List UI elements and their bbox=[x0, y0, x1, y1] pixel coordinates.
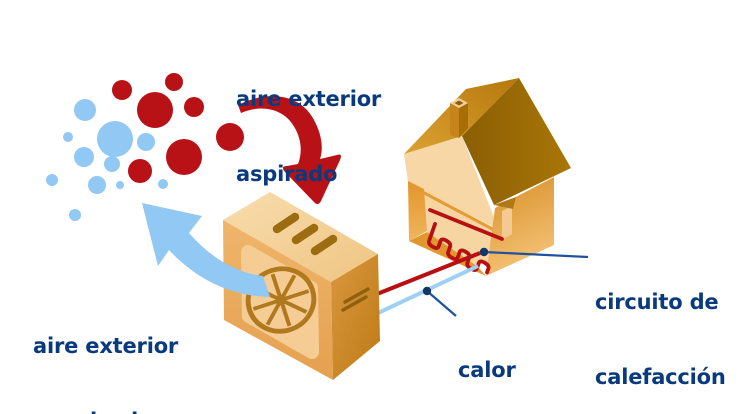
intake-arrow bbox=[238, 96, 341, 204]
warm-air-particle bbox=[166, 139, 202, 175]
label-intake-air: aire exterior aspirado bbox=[236, 37, 381, 237]
particles-cloud bbox=[46, 73, 244, 221]
pipe-hot-supply bbox=[371, 251, 481, 298]
house-interior bbox=[423, 188, 501, 266]
label-circuit-line2: calefacción bbox=[595, 365, 726, 389]
label-intake-line2: aspirado bbox=[236, 162, 338, 186]
warm-air-particle bbox=[184, 97, 204, 117]
cold-air-particle bbox=[74, 147, 94, 167]
roof-right-slope bbox=[462, 78, 571, 205]
house bbox=[404, 78, 571, 277]
heat-callout-line bbox=[426, 290, 457, 317]
wall-top-edge bbox=[410, 184, 499, 234]
cold-air-particle bbox=[97, 121, 133, 157]
label-intake-line1: aire exterior bbox=[236, 87, 382, 111]
cold-air-particle bbox=[74, 99, 96, 121]
chimney bbox=[450, 98, 468, 138]
pump-right-face bbox=[331, 254, 380, 380]
cold-air-particle bbox=[69, 209, 81, 221]
cold-air-particle bbox=[116, 181, 124, 189]
label-exhaust-line1: aire exterior bbox=[33, 334, 179, 358]
fan-icon bbox=[245, 266, 317, 334]
wall-right bbox=[486, 177, 554, 276]
label-heat-line1: calor bbox=[458, 358, 516, 382]
callouts bbox=[422, 247, 589, 317]
warm-air-particle bbox=[128, 159, 152, 183]
window-right-wall bbox=[502, 206, 512, 240]
heat-pump-unit bbox=[223, 192, 380, 380]
warm-air-particle bbox=[112, 80, 132, 100]
cold-air-particle bbox=[104, 156, 120, 172]
cold-air-particle bbox=[46, 174, 58, 186]
warm-air-particle bbox=[165, 73, 183, 91]
exhaust-arrow bbox=[142, 203, 270, 297]
wall-left-strip bbox=[408, 181, 427, 241]
heat-callout-dot bbox=[422, 286, 432, 296]
label-circuit-line1: circuito de bbox=[595, 290, 719, 314]
label-heating-circuit: circuito de calefacción bbox=[595, 240, 726, 414]
label-exhaust-air: aire exterior expulsado bbox=[33, 284, 178, 414]
warm-air-particle bbox=[216, 123, 244, 151]
cold-air-particle bbox=[63, 132, 73, 142]
label-exhaust-line2: expulsado bbox=[33, 409, 178, 414]
cold-air-particle bbox=[137, 133, 155, 151]
warm-air-particle bbox=[137, 92, 173, 128]
pump-top-vents bbox=[272, 212, 338, 256]
house-gable bbox=[404, 136, 499, 230]
label-recovered-heat: calor recuperado bbox=[458, 313, 591, 414]
heating-coil bbox=[428, 208, 504, 277]
cold-air-particle bbox=[88, 176, 106, 194]
circuit-callout-line bbox=[483, 250, 589, 259]
circuit-callout-dot bbox=[479, 247, 489, 257]
roof-soffit bbox=[494, 197, 516, 209]
pump-side-grille bbox=[341, 287, 370, 312]
cold-air-particle bbox=[158, 179, 168, 189]
